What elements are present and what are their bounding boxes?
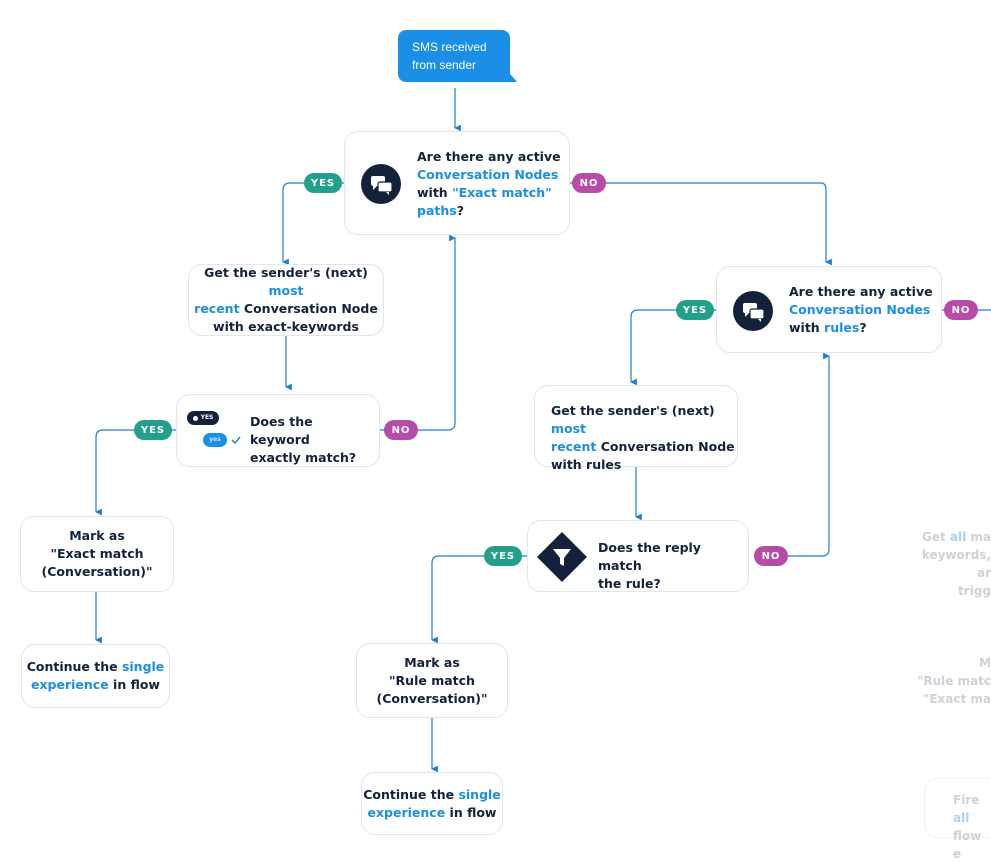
q1-text-6: ? bbox=[456, 203, 464, 218]
edge-q2-yes bbox=[630, 309, 716, 386]
q1-text-5: paths bbox=[417, 203, 457, 218]
q1-no-label: NO bbox=[572, 173, 606, 193]
cont1-text-2: single bbox=[121, 659, 165, 674]
cont2-text-1: Continue the bbox=[363, 786, 459, 802]
chat-bubbles-icon bbox=[361, 164, 401, 204]
faded-mark-3: "Exact ma bbox=[923, 692, 991, 706]
get1-text-4: Conversation Node bbox=[239, 301, 378, 316]
decision-keyword-exact-match: YES yes Does the keyword exactly match? bbox=[176, 394, 380, 467]
cont2-text-2: single bbox=[458, 786, 501, 802]
q2-text-4: rules bbox=[824, 320, 860, 335]
sms-line-2: from sender bbox=[412, 58, 477, 72]
faded-fire-2: all bbox=[953, 811, 970, 825]
continue-single-experience-1: Continue the single experience in flow bbox=[21, 644, 170, 708]
faded-mark-matches: M "Rule matc "Exact ma bbox=[906, 640, 991, 720]
decision-exact-match-nodes: Are there any active Conversation Nodes … bbox=[344, 131, 570, 235]
keyword-chip-text: YES bbox=[200, 414, 214, 421]
q1-yes-label: YES bbox=[304, 173, 342, 193]
mark2-text-1: Mark as bbox=[404, 654, 460, 670]
cont2-text-4: in flow bbox=[445, 804, 497, 820]
q1-text-2: Conversation Nodes bbox=[417, 167, 559, 182]
q3-no-label: NO bbox=[384, 420, 418, 440]
reply-bubble-text: yes bbox=[209, 436, 221, 443]
q3-text-1: Does the keyword bbox=[250, 414, 313, 447]
mark1-text-3: (Conversation)" bbox=[41, 564, 153, 579]
q4-text-2: the rule? bbox=[598, 576, 661, 591]
faded-mark-2: "Rule matc bbox=[917, 674, 991, 688]
chat-bubbles-icon bbox=[733, 291, 773, 331]
filter-icon bbox=[536, 531, 588, 583]
faded-get-1: Get bbox=[921, 530, 950, 544]
edge-q3-yes bbox=[95, 429, 177, 516]
cont1-text-4: in flow bbox=[108, 677, 160, 692]
get2-text-5: with rules bbox=[551, 457, 622, 472]
q1-text-1: Are there any active bbox=[417, 149, 561, 164]
continue-single-experience-2: Continue the single experience in flow bbox=[361, 772, 503, 835]
q4-no-label: NO bbox=[754, 546, 788, 566]
q2-yes-label: YES bbox=[676, 300, 714, 320]
faded-get-all-matches: Get all ma keywords, ar trigg bbox=[906, 510, 991, 600]
edge-q1-yes bbox=[282, 182, 344, 266]
q3-text-2: exactly match? bbox=[250, 450, 357, 465]
mark2-text-2: "Rule match bbox=[389, 672, 475, 688]
faded-get-2: all bbox=[949, 530, 967, 544]
faded-fire-all: Fire all flow e bbox=[924, 778, 991, 861]
faded-fire-3: flow e bbox=[953, 829, 982, 861]
faded-get-3: ma bbox=[966, 530, 991, 544]
edge-q3-no bbox=[380, 234, 456, 431]
sms-received-bubble: SMS received from sender bbox=[398, 30, 510, 82]
get1-text-1: Get the sender's (next) bbox=[204, 265, 368, 280]
mark-exact-match: Mark as "Exact match (Conversation)" bbox=[20, 516, 174, 592]
edge-q1-no bbox=[568, 182, 832, 266]
mark1-text-1: Mark as bbox=[69, 528, 125, 543]
get-recent-rule-node: Get the sender's (next) most recent Conv… bbox=[534, 385, 738, 472]
get-recent-exact-node: Get the sender's (next) most recent Conv… bbox=[188, 264, 384, 336]
get2-text-2: most bbox=[551, 421, 587, 436]
get1-text-2: most bbox=[268, 283, 304, 298]
sms-line-1: SMS received bbox=[412, 40, 487, 54]
get2-text-3: recent bbox=[551, 439, 597, 454]
keyword-chip: YES bbox=[187, 411, 219, 425]
get1-text-5: with exact-keywords bbox=[213, 319, 359, 334]
q2-text-2: Conversation Nodes bbox=[789, 302, 931, 317]
edge-q4-yes bbox=[431, 555, 527, 644]
faded-get-5: trigg bbox=[958, 584, 991, 598]
decision-rule-nodes: Are there any active Conversation Nodes … bbox=[716, 266, 942, 353]
mark-rule-match: Mark as "Rule match (Conversation)" bbox=[356, 643, 508, 718]
mark1-text-2: "Exact match bbox=[50, 546, 144, 561]
get1-text-3: recent bbox=[194, 301, 240, 316]
faded-get-4: keywords, ar bbox=[921, 548, 991, 580]
q2-text-5: ? bbox=[859, 320, 867, 335]
q2-no-label: NO bbox=[944, 300, 978, 320]
mark2-text-3: (Conversation)" bbox=[376, 690, 488, 706]
faded-mark-1: M bbox=[979, 656, 991, 670]
cont1-text-1: Continue the bbox=[26, 659, 122, 674]
q1-text-3: with bbox=[417, 185, 453, 200]
q4-yes-label: YES bbox=[484, 546, 522, 566]
checkmark-icon bbox=[231, 436, 241, 445]
edge-q4-no bbox=[778, 352, 830, 557]
get2-text-4: Conversation Node bbox=[596, 439, 735, 454]
reply-bubble: yes bbox=[203, 433, 227, 447]
q2-text-1: Are there any active bbox=[789, 284, 933, 299]
decision-reply-matches-rule: Does the reply match the rule? bbox=[527, 520, 749, 592]
q2-text-3: with bbox=[789, 320, 825, 335]
q4-text-1: Does the reply match bbox=[598, 540, 701, 573]
q1-text-4: "Exact match" bbox=[452, 185, 552, 200]
sms-bubble-tail bbox=[505, 68, 517, 82]
cont1-text-3: experience bbox=[31, 677, 109, 692]
cont2-text-3: experience bbox=[367, 804, 446, 820]
faded-fire-1: Fire bbox=[953, 793, 980, 807]
keyword-match-icon: YES yes bbox=[187, 411, 245, 453]
q3-yes-label: YES bbox=[134, 420, 172, 440]
get2-text-1: Get the sender's (next) bbox=[551, 403, 715, 418]
